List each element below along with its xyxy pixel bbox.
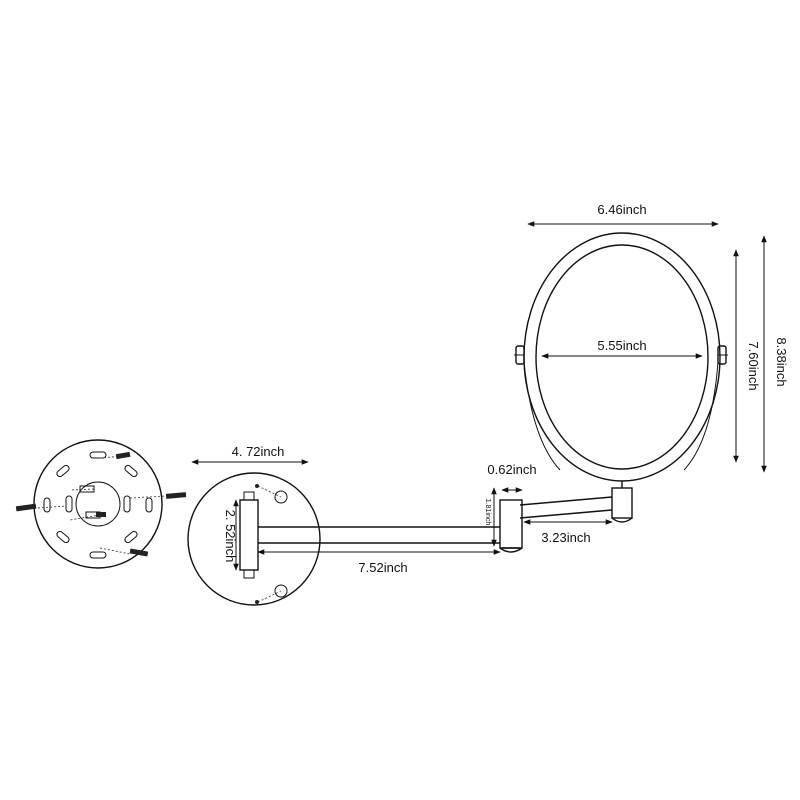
dimension-base-height: 2. 52inch: [223, 499, 239, 571]
dimension-mirror-inner-width: 5.55inch: [541, 338, 703, 359]
main-arm: [258, 487, 633, 553]
dimension-mirror-outer-height: 8.38inch: [761, 235, 789, 473]
label-mirror-outer-height: 8.38inch: [774, 337, 789, 386]
dimension-short-arm: 3.23inch: [523, 519, 613, 545]
dimension-joint-height: 1.81inch: [484, 487, 497, 547]
label-mirror-inner-width: 5.55inch: [597, 338, 646, 353]
label-base-width: 4. 72inch: [232, 444, 285, 459]
wall-base: [187, 472, 321, 606]
dimension-joint-width: 0.62inch: [487, 462, 537, 493]
label-mirror-inner-height: 7.60inch: [746, 341, 761, 390]
label-base-height: 2. 52inch: [223, 510, 238, 563]
mounting-plate: [33, 439, 163, 569]
label-arm-length: 7.52inch: [358, 560, 407, 575]
dimension-arm-length: 7.52inch: [257, 549, 501, 575]
label-mirror-outer-width: 6.46inch: [597, 202, 646, 217]
label-joint-width: 0.62inch: [487, 462, 536, 477]
dimension-mirror-inner-height: 7.60inch: [733, 249, 761, 463]
mirror: [514, 232, 728, 488]
dimension-base-width: 4. 72inch: [191, 444, 309, 465]
label-joint-height: 1.81inch: [484, 499, 491, 526]
screw-set: [15, 451, 187, 557]
label-short-arm: 3.23inch: [541, 530, 590, 545]
dimension-mirror-outer-width: 6.46inch: [527, 202, 719, 227]
